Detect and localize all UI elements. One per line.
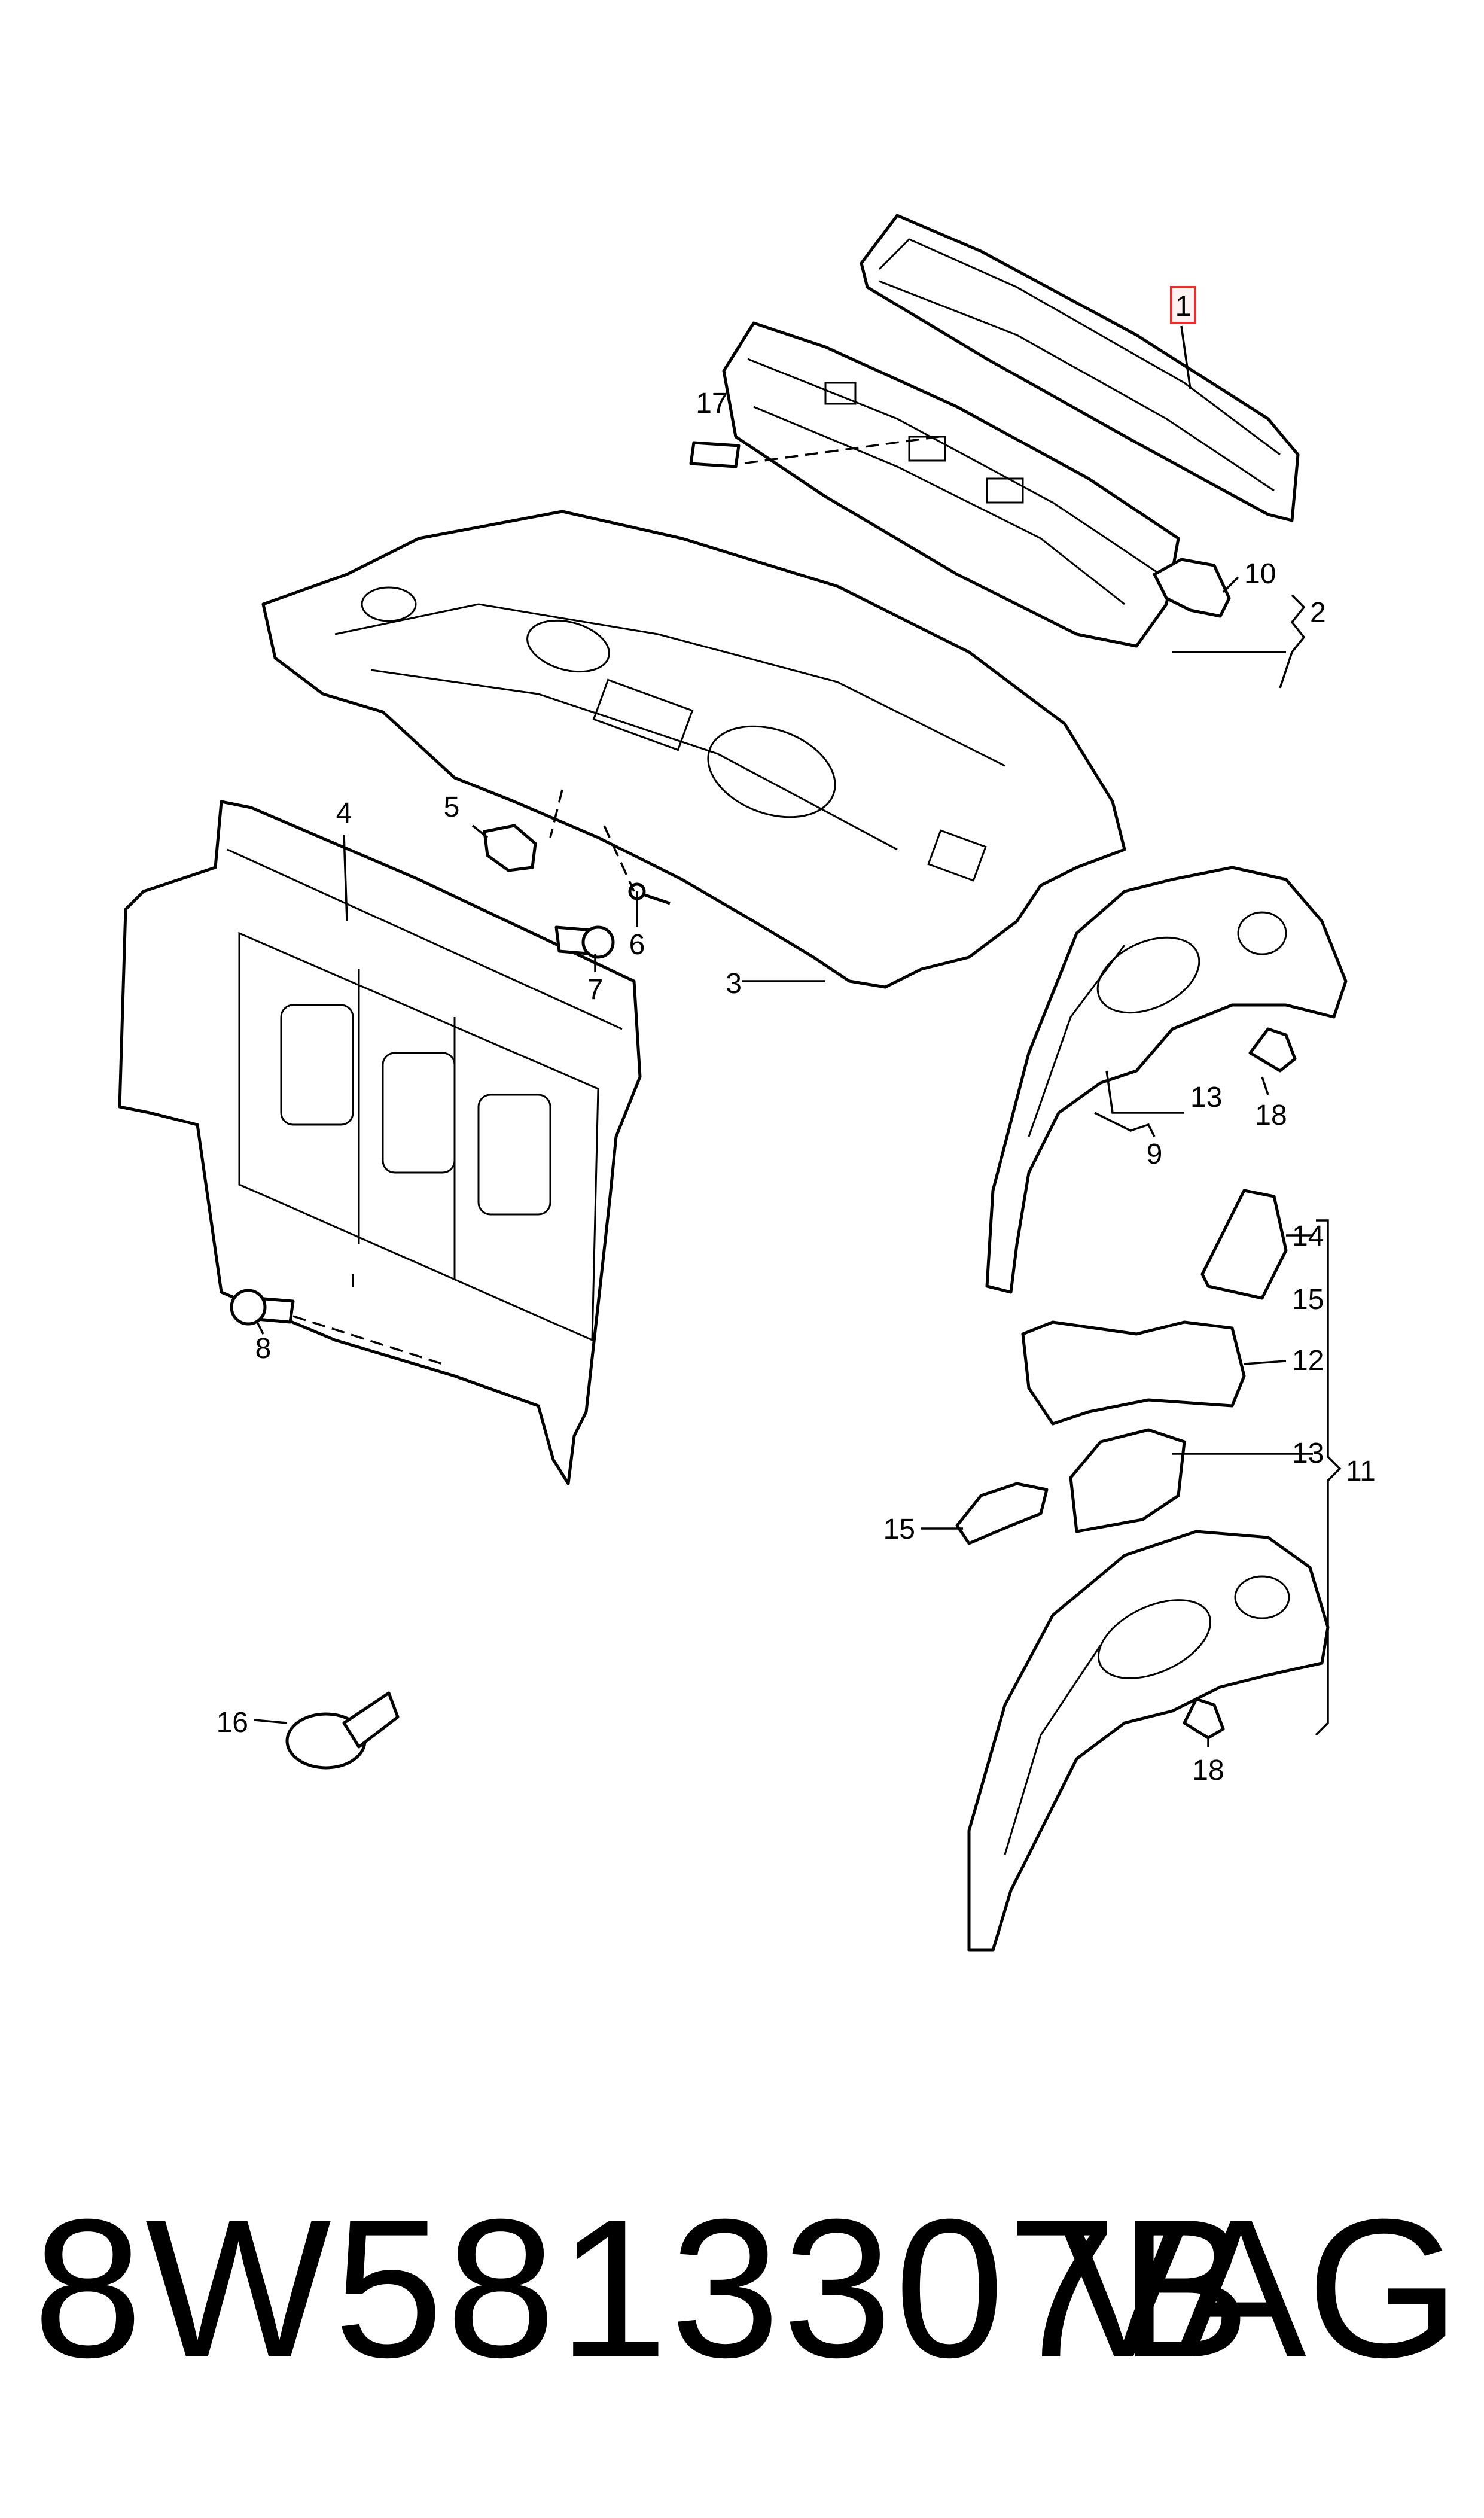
callout-12: 12: [1292, 1345, 1324, 1377]
callout-9: 9: [1147, 1138, 1163, 1170]
part-14: [1200, 1189, 1288, 1300]
part-upper-wheel-housing: [985, 866, 1348, 1294]
callout-8: 8: [255, 1333, 272, 1365]
part-rear-panel: [118, 800, 642, 1485]
part-18-cap-upper: [1248, 1027, 1297, 1073]
part-cross-member: [722, 321, 1180, 648]
callout-17: 17: [696, 388, 727, 419]
callout-4: 4: [336, 797, 352, 829]
part-15-bracket: [955, 1482, 1049, 1545]
part-10-bracket: [1153, 558, 1231, 618]
part-rear-shelf: [261, 510, 1126, 989]
callout-1: 1: [1175, 291, 1192, 322]
part-17-pad: [689, 441, 741, 468]
part-lower-wheel-housing: [967, 1530, 1330, 1952]
callout-11: 11: [1346, 1456, 1376, 1487]
part-6-screw: [628, 882, 671, 905]
callout-15-right: 15: [1292, 1284, 1324, 1316]
part-12: [1021, 1320, 1246, 1426]
exploded-parts-diagram: 1 2 3 4 5 6 7 8 9 10 11 12 13 13 14 15 1…: [118, 214, 1376, 1952]
callout-15-left: 15: [883, 1514, 915, 1545]
callout-10: 10: [1244, 558, 1276, 590]
callout-3: 3: [726, 968, 742, 1000]
part-8-bolt: [230, 1289, 295, 1326]
part-13-panel: [1069, 1428, 1186, 1533]
footer: 8W5813307B VAG: [0, 2190, 1484, 2441]
callout-13-upper: 13: [1190, 1082, 1222, 1113]
callout-13-lower: 13: [1292, 1438, 1324, 1469]
assembly-lines: [292, 436, 940, 1365]
callout-6: 6: [629, 929, 645, 961]
part-18-cap-lower: [1183, 1697, 1225, 1740]
callout-7: 7: [587, 974, 604, 1006]
leader-lines: [254, 325, 1342, 1747]
part-16-push-clip: [285, 1691, 400, 1770]
part-rear-cross-panel: [860, 214, 1300, 522]
callout-5: 5: [444, 791, 460, 823]
highlight-box-1: [1170, 286, 1196, 324]
callout-16: 16: [217, 1707, 248, 1738]
part-7-bolt: [554, 925, 615, 959]
part-number: 8W5813307B: [33, 2178, 1253, 2398]
part-5-clip: [483, 824, 537, 872]
callout-2: 2: [1310, 597, 1326, 629]
brand-name: VAG: [1058, 2178, 1460, 2398]
callout-18-upper: 18: [1255, 1100, 1287, 1131]
callout-18-lower: 18: [1192, 1755, 1224, 1786]
callout-14: 14: [1292, 1220, 1324, 1252]
